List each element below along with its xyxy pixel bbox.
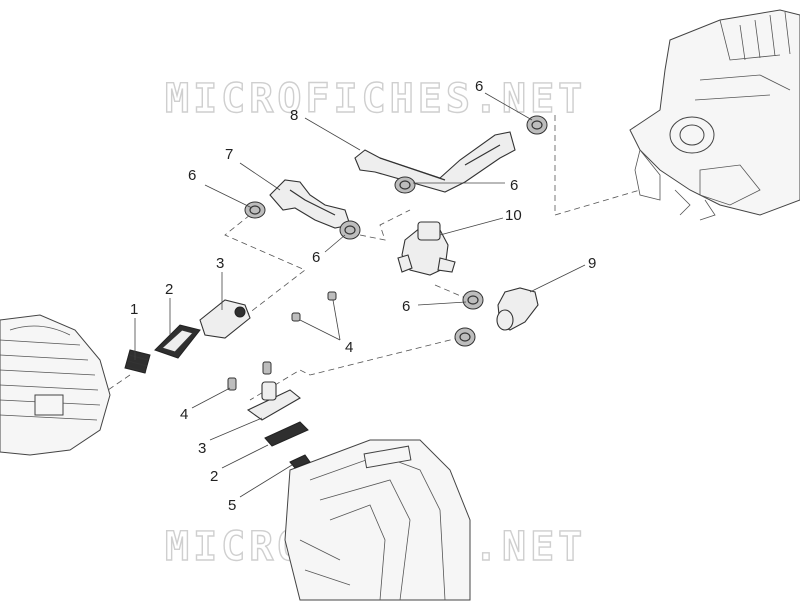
engine-block-right	[629, 9, 800, 221]
callout-1: 1	[130, 301, 138, 318]
screw-4d	[262, 361, 272, 375]
callout-7: 7	[225, 146, 233, 163]
callout-6-top: 6	[475, 78, 483, 95]
clamp-6f	[454, 327, 476, 347]
callout-6-lower: 6	[402, 298, 410, 315]
screw-4a	[291, 312, 301, 322]
cylinder-left	[0, 314, 111, 456]
hose-end-9	[496, 287, 539, 331]
callout-10: 10	[505, 207, 522, 224]
cylinder-head-bottom	[284, 439, 471, 601]
watermark-top: MICROFICHES.NET	[165, 76, 586, 122]
breather-hose-8	[354, 131, 516, 193]
callout-6-middle: 6	[312, 249, 320, 266]
clamp-6e	[462, 290, 484, 310]
elbow-hose-7	[269, 179, 351, 229]
reed-plate-2a	[154, 324, 201, 359]
spring-1	[124, 349, 151, 374]
clamp-6a	[244, 201, 266, 219]
callout-6-right: 6	[510, 177, 518, 194]
leader-lines	[134, 92, 586, 498]
callout-3-top: 3	[216, 255, 224, 272]
callouts: 1 2 3 6 7 8 6 6 6 10 9 6 4 4 3 2 5	[130, 78, 596, 514]
valve-10	[397, 221, 456, 276]
cover-3b	[246, 381, 301, 421]
callout-9: 9	[588, 255, 596, 272]
callout-6-left: 6	[188, 167, 196, 184]
clamp-6b	[339, 220, 361, 240]
callout-4-right: 4	[345, 339, 353, 356]
clamp-6d	[526, 115, 548, 135]
screw-4b	[327, 291, 337, 301]
callout-2-top: 2	[165, 281, 173, 298]
gasket-5	[289, 454, 311, 469]
screw-4c	[227, 377, 237, 391]
cover-3a	[199, 299, 251, 339]
clamp-6c	[394, 176, 416, 194]
callout-4-left: 4	[180, 406, 188, 423]
reed-plate-2b	[264, 421, 309, 447]
callout-3-bottom: 3	[198, 440, 206, 457]
callout-2-bottom: 2	[210, 468, 218, 485]
callout-8: 8	[290, 107, 298, 124]
callout-5: 5	[228, 497, 236, 514]
